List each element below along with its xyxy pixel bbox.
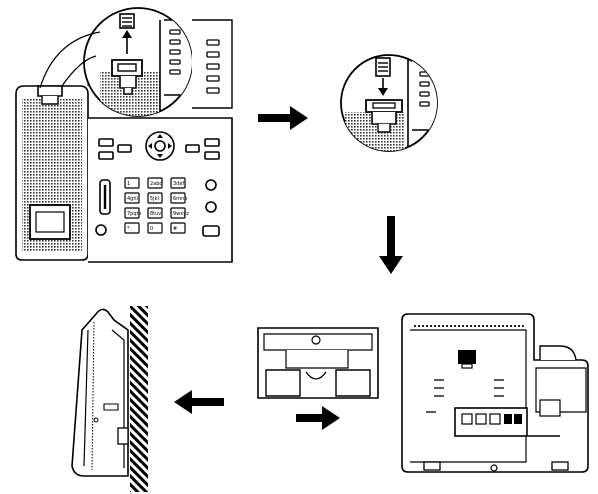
- key-label: 3def: [173, 181, 184, 187]
- key-label: 6mno: [173, 196, 187, 202]
- phone-body: [88, 117, 233, 263]
- bracket-slot: [458, 350, 476, 364]
- phone-front: 1 2abc 3def 4ghi 5jkl 6mno 7pqrs 8tuv 9w…: [15, 7, 233, 263]
- key-label: 9wxyz: [173, 211, 189, 217]
- volume-bar: [99, 179, 111, 215]
- wall-hatched: [130, 306, 148, 492]
- hook-tab-reversed-closeup: [340, 54, 438, 152]
- hook-tab: [37, 85, 63, 97]
- key-label: 4ghi: [127, 196, 138, 202]
- key-label: 7pqrs: [127, 211, 142, 217]
- arrow-right: [258, 106, 308, 130]
- key-label: 8tuv: [150, 211, 161, 217]
- arrow-right-small: [296, 406, 340, 430]
- wall-mounted-side-view: [71, 306, 148, 492]
- magnified-hook-tab-view: [83, 7, 193, 117]
- key-label: 2abc: [150, 181, 162, 187]
- keypad: [124, 177, 186, 234]
- wall-bracket: [257, 327, 379, 399]
- key-label: 0: [150, 226, 153, 232]
- phone-back-view: [401, 313, 589, 473]
- key-label: 5jkl: [150, 196, 159, 202]
- arrow-left: [174, 390, 224, 414]
- key-label: *.: [127, 226, 132, 232]
- key-label: 1: [127, 181, 130, 187]
- arrow-down: [379, 216, 403, 274]
- key-label: #: [173, 226, 177, 232]
